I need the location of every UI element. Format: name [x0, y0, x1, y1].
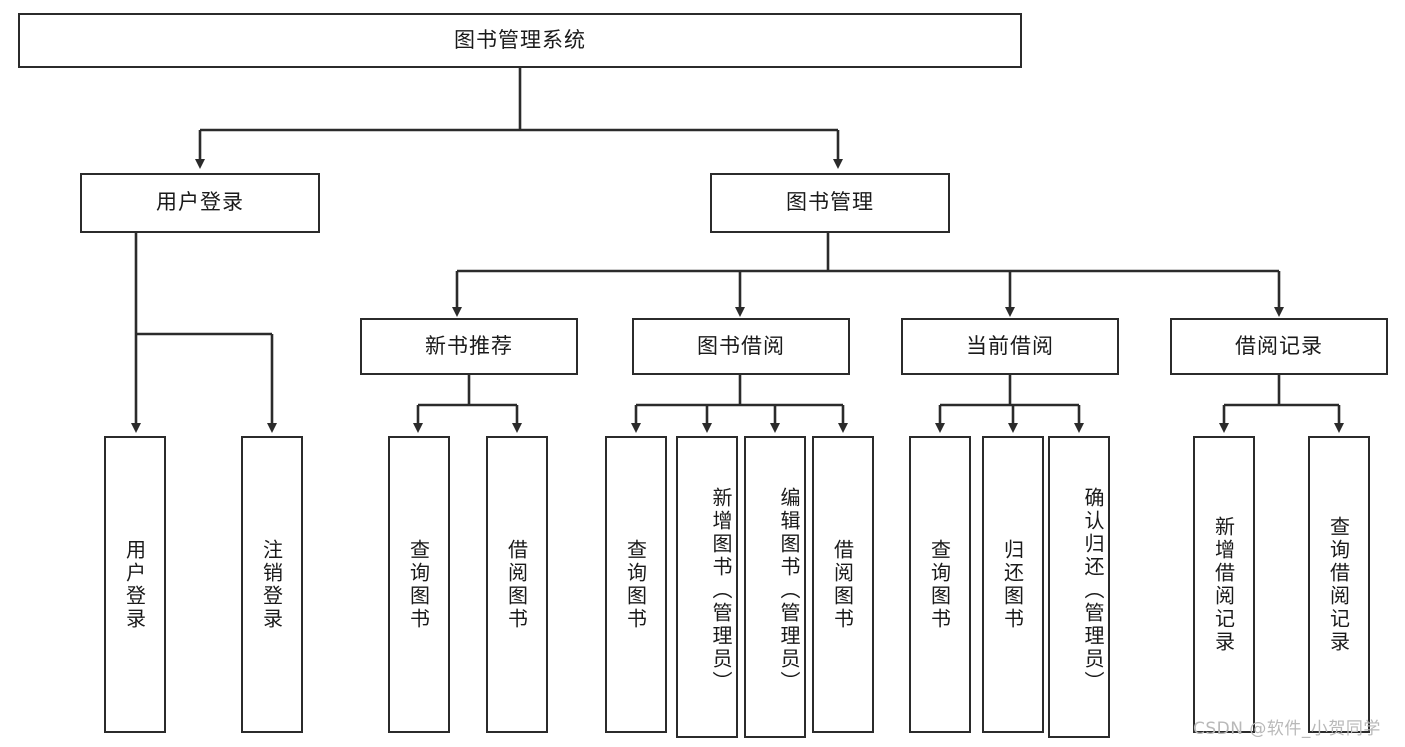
node-label: 查询图书 [623, 538, 648, 631]
node-label: 借阅记录 [1235, 333, 1323, 358]
leaf-query-book-current[interactable]: 查询图书 [909, 436, 971, 733]
node-label: 当前借阅 [966, 333, 1054, 358]
node-user-login[interactable]: 用户登录 [80, 173, 320, 233]
node-label: 图书管理系统 [454, 27, 586, 52]
node-label: 查询图书 [406, 538, 431, 631]
node-label: 图书借阅 [697, 333, 785, 358]
node-label: 借阅图书 [830, 538, 855, 631]
node-label: 查询图书 [927, 538, 952, 631]
node-label: 用户登录 [122, 538, 147, 631]
node-label: 查询借阅记录 [1326, 515, 1351, 654]
node-label: 借阅图书 [504, 538, 529, 631]
node-label: 归还图书 [1000, 538, 1025, 631]
node-label: 新增图书（管理员） [709, 486, 733, 694]
leaf-add-borrow-record[interactable]: 新增借阅记录 [1193, 436, 1255, 733]
node-label: 用户登录 [156, 190, 244, 215]
leaf-confirm-return-admin[interactable]: 确认归还（管理员） [1048, 436, 1110, 738]
leaf-borrow-book[interactable]: 借阅图书 [812, 436, 874, 733]
node-borrow-record[interactable]: 借阅记录 [1170, 318, 1388, 375]
node-new-book-recommend[interactable]: 新书推荐 [360, 318, 578, 375]
node-root-book-management-system[interactable]: 图书管理系统 [18, 13, 1022, 68]
leaf-borrow-book-recommend[interactable]: 借阅图书 [486, 436, 548, 733]
leaf-edit-book-admin[interactable]: 编辑图书（管理员） [744, 436, 806, 738]
leaf-query-book-recommend[interactable]: 查询图书 [388, 436, 450, 733]
node-label: 图书管理 [786, 190, 874, 215]
leaf-query-book-borrow[interactable]: 查询图书 [605, 436, 667, 733]
node-label: 编辑图书（管理员） [777, 486, 801, 694]
node-current-borrow[interactable]: 当前借阅 [901, 318, 1119, 375]
leaf-add-book-admin[interactable]: 新增图书（管理员） [676, 436, 738, 738]
node-book-management[interactable]: 图书管理 [710, 173, 950, 233]
node-label: 新增借阅记录 [1211, 515, 1236, 654]
leaf-query-borrow-record[interactable]: 查询借阅记录 [1308, 436, 1370, 733]
node-book-borrow[interactable]: 图书借阅 [632, 318, 850, 375]
leaf-logout[interactable]: 注销登录 [241, 436, 303, 733]
leaf-user-login[interactable]: 用户登录 [104, 436, 166, 733]
watermark: CSDN @软件_小贺同学 [1193, 719, 1381, 739]
node-label: 确认归还（管理员） [1081, 486, 1105, 694]
node-label: 新书推荐 [425, 333, 513, 358]
node-label: 注销登录 [259, 538, 284, 631]
leaf-return-book[interactable]: 归还图书 [982, 436, 1044, 733]
